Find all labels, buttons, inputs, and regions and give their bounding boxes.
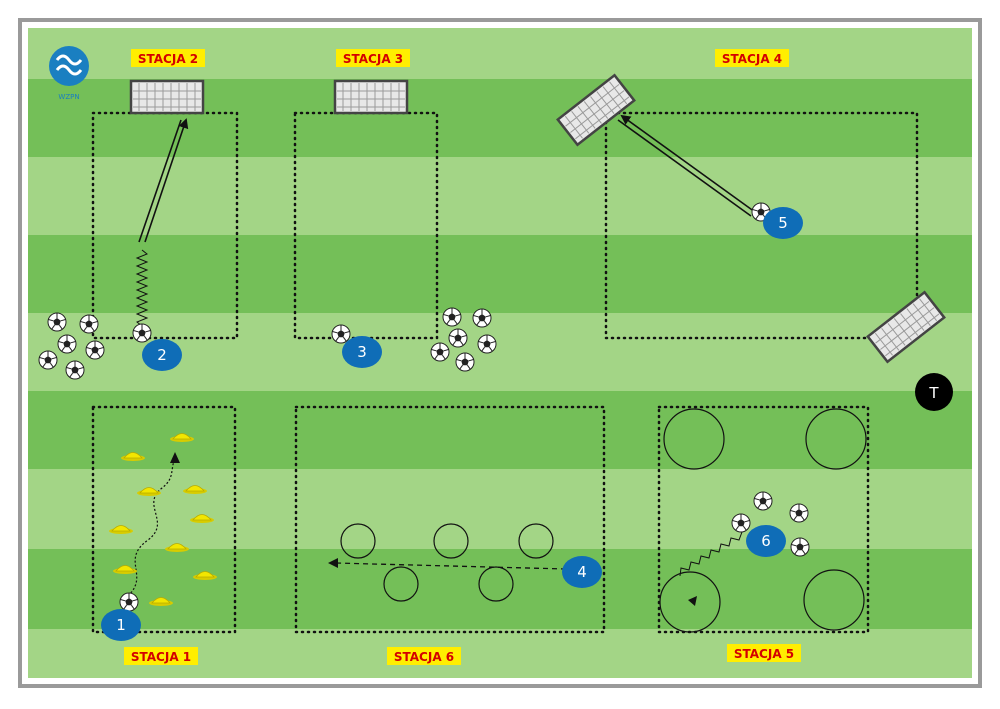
soccer-ball-icon [79, 314, 99, 334]
soccer-ball-icon [65, 360, 85, 380]
svg-text:4: 4 [577, 563, 587, 581]
dribble-path [135, 249, 149, 327]
soccer-ball-icon [430, 342, 450, 362]
svg-text:5: 5 [778, 214, 788, 232]
soccer-ball-icon [448, 328, 468, 348]
soccer-ball-icon [38, 350, 58, 370]
goal-icon [129, 79, 205, 115]
soccer-ball-icon [331, 324, 351, 344]
svg-text:2: 2 [157, 346, 167, 364]
station-label-4: STACJA 4 [715, 49, 789, 67]
shot-arrow [620, 114, 756, 213]
soccer-ball-icon [789, 503, 809, 523]
soccer-ball-icon [57, 334, 77, 354]
soccer-ball-icon [47, 312, 67, 332]
dribble-path [679, 531, 743, 577]
soccer-ball-icon [132, 323, 152, 343]
soccer-ball-icon [477, 334, 497, 354]
svg-text:3: 3 [357, 343, 367, 361]
svg-text:1: 1 [116, 616, 126, 634]
svg-text:STACJA 4: STACJA 4 [722, 52, 782, 66]
player-marker-2: 2 [142, 339, 182, 371]
player-marker-5: 5 [763, 207, 803, 239]
player-marker-4: 4 [562, 556, 602, 588]
station-label-1: STACJA 1 [124, 647, 198, 665]
run-arrow [334, 562, 567, 570]
soccer-ball-icon [790, 537, 810, 557]
coach-marker: T [915, 373, 953, 411]
marker-circles [340, 523, 554, 602]
soccer-ball-icon [472, 308, 492, 328]
svg-text:STACJA 1: STACJA 1 [131, 650, 191, 664]
svg-text:STACJA 5: STACJA 5 [734, 647, 794, 661]
svg-text:STACJA 3: STACJA 3 [343, 52, 403, 66]
svg-text:STACJA 6: STACJA 6 [394, 650, 454, 664]
station-label-5: STACJA 5 [727, 644, 801, 662]
player-marker-6: 6 [746, 525, 786, 557]
logo: WZPN [49, 46, 89, 101]
soccer-ball-icon [442, 307, 462, 327]
area-station-6 [294, 405, 606, 634]
area-station-5 [657, 405, 870, 634]
soccer-ball-icon [455, 352, 475, 372]
soccer-ball-icon [731, 513, 751, 533]
area-station-4 [604, 111, 919, 340]
svg-text:6: 6 [761, 532, 771, 550]
soccer-ball-icon [119, 592, 139, 612]
player-marker-3: 3 [342, 336, 382, 368]
svg-text:STACJA 2: STACJA 2 [138, 52, 198, 66]
station-label-6: STACJA 6 [387, 647, 461, 665]
field-stripes [28, 28, 972, 678]
station-label-2: STACJA 2 [131, 49, 205, 67]
soccer-ball-icon [85, 340, 105, 360]
goal-icon [333, 79, 409, 115]
station-5-circles [659, 408, 867, 633]
area-station-1 [91, 405, 237, 634]
dribble-path [127, 457, 176, 597]
soccer-ball-icon [753, 491, 773, 511]
pass-arrow [138, 118, 189, 243]
player-marker-1: 1 [101, 609, 141, 641]
station-label-3: STACJA 3 [336, 49, 410, 67]
svg-text:T: T [928, 384, 939, 402]
logo-text: WZPN [58, 93, 79, 101]
